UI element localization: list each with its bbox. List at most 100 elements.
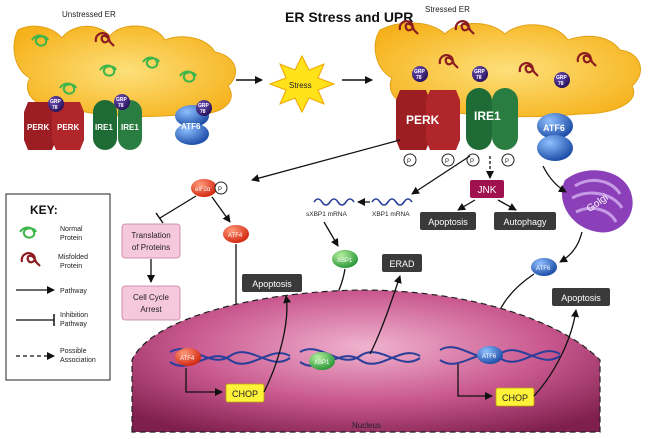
phosphate-label: P	[505, 159, 509, 165]
eif2a-label: eIF2α	[195, 187, 211, 193]
atf6-stressed: ATF6	[537, 113, 573, 161]
grp78-label: GRP	[116, 97, 128, 103]
sxbp1-mrna-label: sXBP1 mRNA	[306, 211, 347, 218]
stress-burst	[268, 54, 336, 114]
phosphate-icon	[441, 153, 455, 167]
key-inhibition-label: Inhibition	[60, 312, 88, 319]
apoptosis-atf4-box: Apoptosis	[242, 274, 302, 292]
cell-cycle-arrest-box: Cell Cycle Arrest	[121, 285, 181, 321]
perk-label: PERK	[57, 123, 79, 132]
grp78-icon	[196, 100, 212, 116]
atf4-label: ATF4	[180, 356, 195, 362]
pathway-arrow	[559, 231, 583, 263]
ire1-label: IRE1	[121, 123, 139, 132]
grp78-label: GRP	[414, 69, 426, 75]
pathway-arrow	[411, 155, 471, 195]
ire1-unstressed: IRE1 IRE1 GRP 78	[93, 94, 142, 150]
perk-label: PERK	[27, 123, 49, 132]
key-title: KEY:	[30, 203, 58, 217]
apoptosis-atf6-box: Apoptosis	[552, 288, 610, 306]
pathway-arrow	[211, 196, 231, 223]
atf4-label: ATF4	[228, 233, 243, 239]
normal-protein-icon	[19, 226, 37, 239]
ire1-label: IRE1	[95, 123, 113, 132]
translation-label-line2: of Proteins	[132, 243, 170, 252]
grp78-icon	[48, 96, 64, 112]
perk-unstressed: PERK PERK GRP 78	[24, 96, 84, 150]
grp78-number: 78	[558, 81, 564, 87]
inhibition-arrow	[159, 195, 197, 219]
apoptosis-label: Apoptosis	[561, 293, 601, 303]
grp78-number: 78	[200, 109, 206, 115]
diagram-title: ER Stress and UPR	[285, 9, 413, 25]
normal-protein-icon	[31, 34, 197, 95]
xbp1-mrna-label: XBP1 mRNA	[372, 211, 410, 218]
phosphate-icon	[501, 153, 515, 167]
inhibition-bar	[155, 212, 164, 224]
erad-box: ERAD	[382, 254, 422, 272]
phosphate-icon	[403, 153, 417, 167]
key-possible-label: Possible	[60, 348, 87, 355]
grp78-label: GRP	[556, 75, 568, 81]
mrna-wave-icon	[313, 198, 413, 206]
phosphate-icon	[466, 153, 480, 167]
pathway-arrow	[542, 165, 567, 193]
grp78-free-group: GRP 78 GRP 78 GRP 78	[412, 66, 570, 88]
arrest-label-line2: Arrest	[140, 305, 162, 314]
key-normal-label: Normal	[60, 226, 83, 233]
atf4-protein: ATF4	[223, 225, 249, 243]
atf6-label: ATF6	[543, 123, 565, 133]
ire1-stressed: IRE1 P P	[466, 88, 518, 167]
chop-box-left: CHOP	[225, 383, 265, 403]
unstressed-er-label: Unstressed ER	[62, 10, 116, 19]
erad-label: ERAD	[389, 259, 415, 269]
misfolded-protein-icon	[398, 20, 597, 77]
perk-stressed: PERK P P	[396, 90, 460, 167]
nucleus-label: Nucleus	[352, 421, 381, 430]
grp78-number: 78	[52, 105, 58, 111]
pathway-arrow	[457, 199, 476, 211]
atf6-small-label: ATF6	[536, 266, 551, 272]
phosphate-icon	[214, 181, 228, 195]
key-normal-label-2: Protein	[60, 235, 82, 242]
phosphate-label: P	[445, 159, 449, 165]
pathway-arrow	[185, 368, 223, 396]
xbp1-nuclear: XBP1	[309, 352, 335, 370]
jnk-box: JNK	[470, 180, 504, 198]
atf6-cleaved-protein: ATF6	[531, 258, 557, 276]
atf6-nuclear: ATF6	[477, 346, 503, 364]
stress-label: Stress	[289, 81, 312, 90]
grp78-label: GRP	[198, 103, 210, 109]
chop-box-right: CHOP	[495, 387, 535, 407]
translation-label-line1: Translation	[131, 231, 170, 240]
apoptosis-jnk-box: Apoptosis	[420, 212, 476, 230]
atf6-small-label: ATF6	[482, 354, 497, 360]
phosphate-label: P	[407, 159, 411, 165]
jnk-label: JNK	[478, 185, 497, 196]
grp78-icon	[554, 72, 570, 88]
grp78-icon	[472, 66, 488, 82]
apoptosis-label: Apoptosis	[252, 279, 292, 289]
xbp1-label: XBP1	[314, 360, 330, 366]
key-pathway-label: Pathway	[60, 288, 87, 295]
pathway-arrow	[369, 275, 402, 355]
eif2a-protein: eIF2α P	[191, 179, 228, 197]
perk-label: PERK	[406, 113, 440, 127]
autophagy-label: Autophagy	[503, 217, 547, 227]
atf6-unstressed: ATF6 GRP 78	[175, 100, 212, 145]
atf6-label: ATF6	[181, 122, 201, 131]
grp78-icon	[114, 94, 130, 110]
stressed-er-label: Stressed ER	[425, 5, 470, 14]
key-possible-label-2: Association	[60, 357, 96, 364]
arrest-label-line1: Cell Cycle	[133, 293, 170, 302]
pathway-arrow	[323, 221, 339, 247]
key-misfolded-label: Misfolded	[58, 254, 88, 261]
grp78-number: 78	[118, 103, 124, 109]
golgi-apparatus: Golgi	[561, 170, 633, 233]
grp78-label: GRP	[50, 99, 62, 105]
chop-label: CHOP	[232, 389, 258, 399]
xbp1-label: XBP1	[337, 258, 353, 264]
pathway-arrow	[533, 309, 579, 397]
pathway-arrow	[497, 199, 517, 211]
